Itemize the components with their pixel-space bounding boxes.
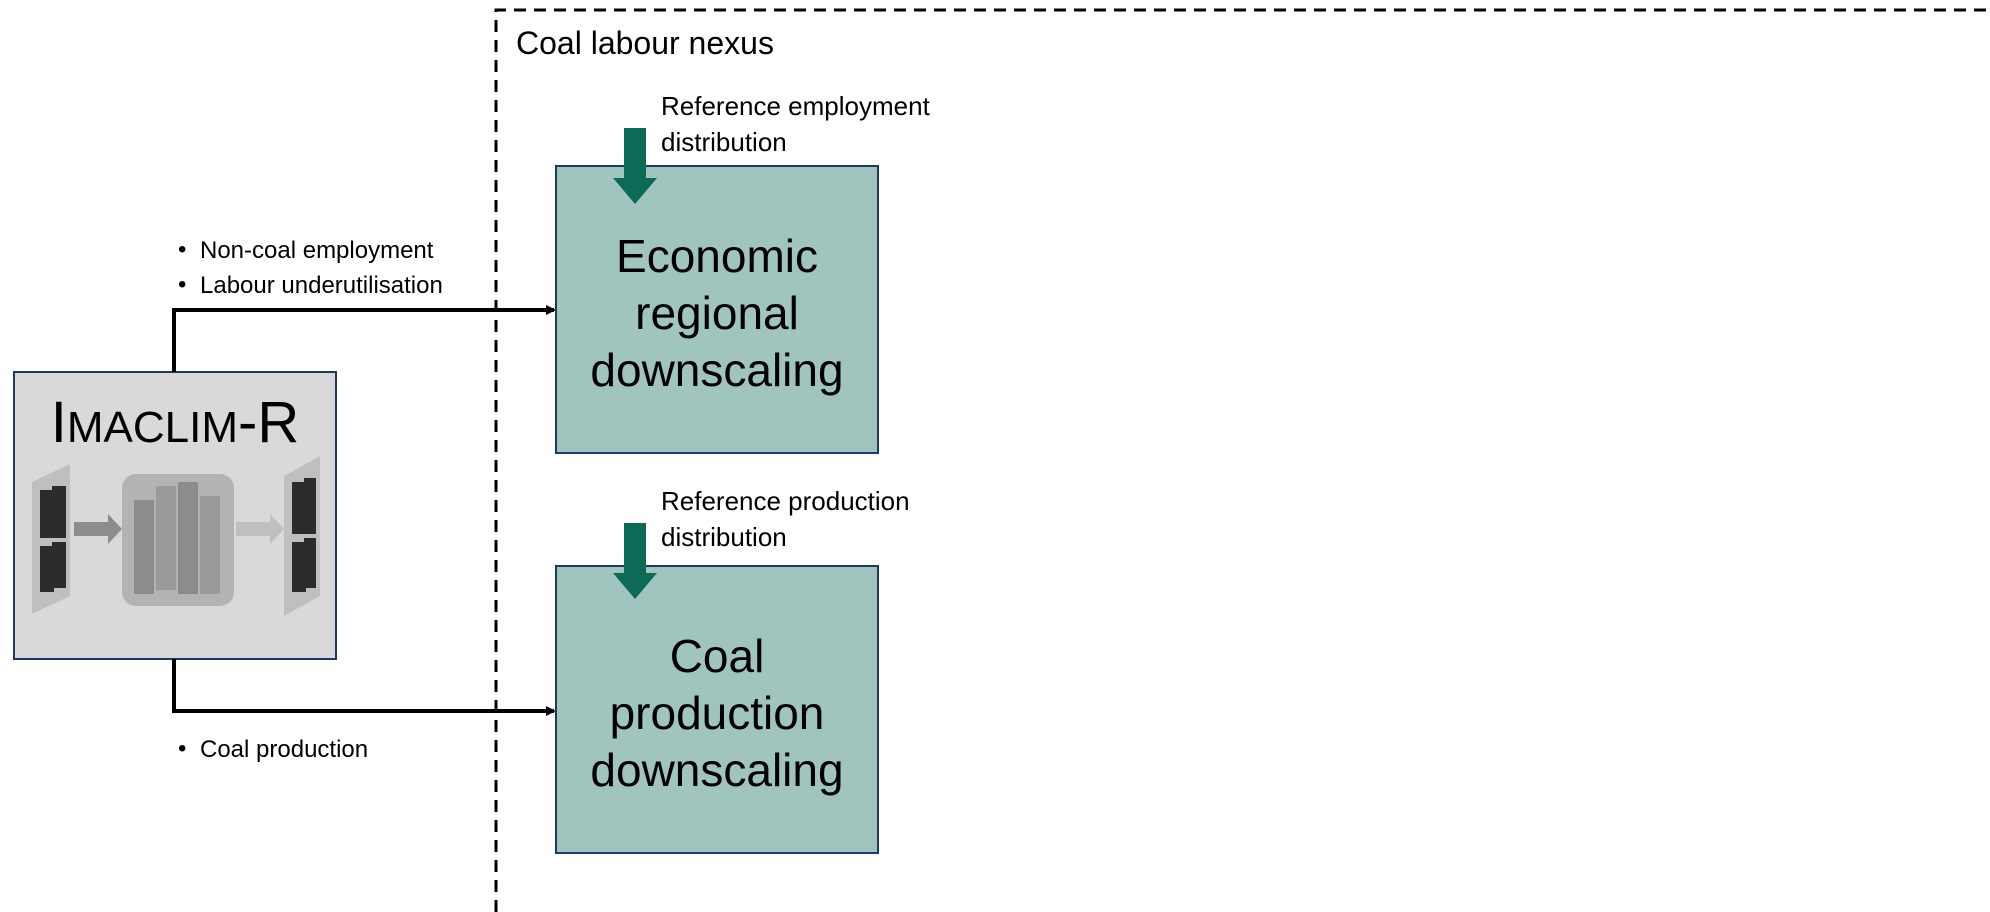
flow-labels-economic: • Non-coal employment • Labour underutil… <box>178 236 443 299</box>
bullet-glyph: • <box>178 236 186 263</box>
flow-connector-economic <box>172 305 556 372</box>
coal-production-downscaling-box: Coal production downscaling <box>555 565 879 854</box>
economic-regional-downscaling-box: Economic regional downscaling <box>555 165 879 454</box>
module-label-line: production <box>610 687 825 739</box>
input-panel-icon <box>32 464 70 614</box>
flow-label-non-coal-employment: Non-coal employment <box>200 237 434 264</box>
nexus-boundary-label: Coal labour nexus <box>516 25 774 61</box>
input-arrow-production <box>613 523 657 599</box>
imaclim-title: IMACLIM-R <box>51 390 299 455</box>
bullet-glyph: • <box>178 735 186 762</box>
input-arrow-employment <box>613 128 657 204</box>
input-label-production: Reference production distribution <box>661 486 910 552</box>
module-label-line: regional <box>635 287 799 339</box>
flow-labels-coal: • Coal production <box>178 735 368 763</box>
module-label-line: downscaling <box>590 744 843 796</box>
flow-label-coal-production: Coal production <box>200 736 368 763</box>
imaclim-model-box: IMACLIM-R <box>13 371 337 660</box>
input-label-line: distribution <box>661 522 787 552</box>
flow-arrow-icon <box>74 514 122 544</box>
flow-connector-coal <box>172 659 556 716</box>
flow-arrow-icon <box>236 514 284 544</box>
flow-label-labour-underutilisation: Labour underutilisation <box>200 272 443 299</box>
output-panel-icon <box>284 456 320 616</box>
model-core-icon <box>122 474 234 606</box>
bullet-glyph: • <box>178 271 186 298</box>
module-label-line: Coal <box>670 630 765 682</box>
nexus-boundary: Coal labour nexus <box>494 8 1990 912</box>
input-label-line: Reference employment <box>661 91 931 121</box>
module-label-line: Economic <box>616 230 818 282</box>
module-label-line: downscaling <box>590 344 843 396</box>
input-label-line: Reference production <box>661 486 910 516</box>
input-label-line: distribution <box>661 127 787 157</box>
input-label-employment: Reference employment distribution <box>661 91 931 157</box>
model-schematic-icon <box>32 456 320 616</box>
